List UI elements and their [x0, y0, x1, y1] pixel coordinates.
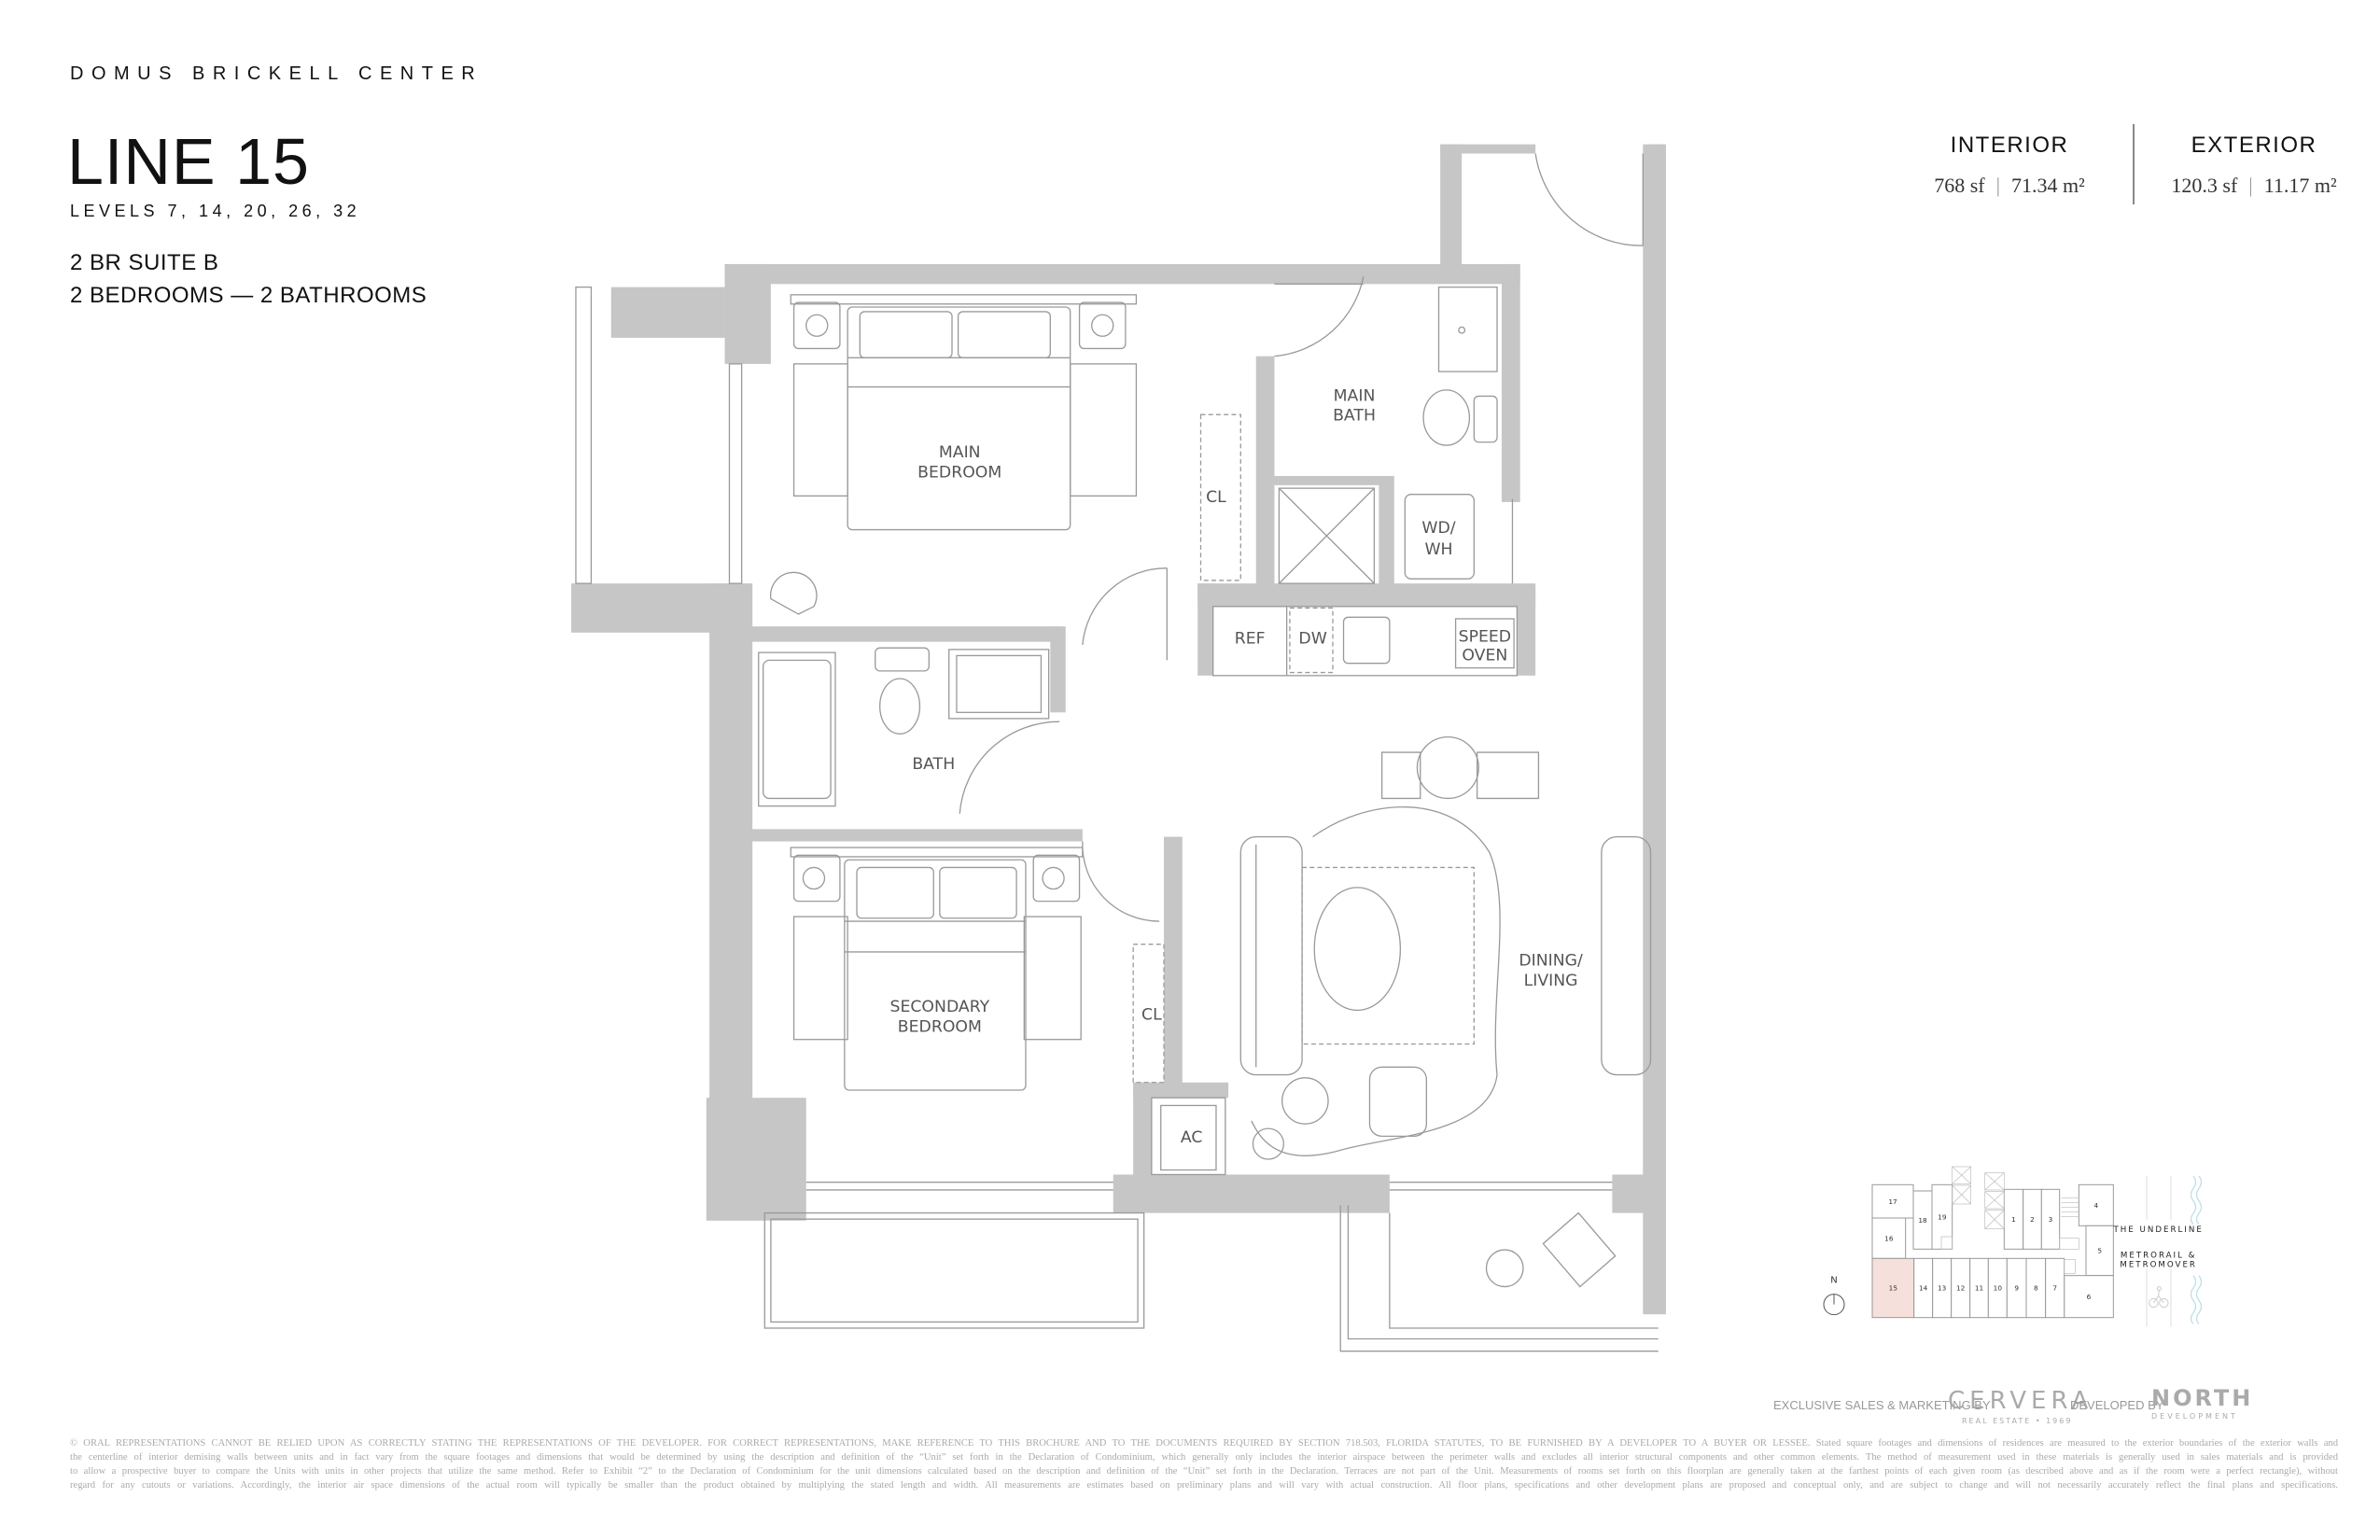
- bicycle-icon: [2149, 1286, 2169, 1309]
- suite-type: 2 BR SUITE B: [70, 250, 219, 275]
- key-plan-unit-label: 9: [2014, 1284, 2019, 1293]
- label-secondary-2: BEDROOM: [898, 1017, 982, 1036]
- credits: EXCLUSIVE SALES & MARKETING BY CERVERA R…: [1773, 1379, 2343, 1425]
- label-dw: DW: [1298, 629, 1326, 648]
- key-plan-unit-label: 2: [2030, 1215, 2035, 1224]
- key-plan-unit-label: 6: [2087, 1293, 2092, 1301]
- label-ac: AC: [1181, 1128, 1203, 1147]
- fixtures-and-furniture: [575, 153, 1659, 1352]
- water-waves-icon: [2190, 1175, 2203, 1324]
- walls: [571, 144, 1666, 1315]
- key-plan-unit-7: [2045, 1257, 2065, 1319]
- key-plan-unit-16: [1871, 1217, 1907, 1259]
- compass-icon: [1823, 1294, 1845, 1316]
- key-plan-unit-label: 10: [1994, 1284, 2003, 1293]
- interior-area: INTERIOR 768 sf | 71.34 m²: [1888, 133, 2131, 198]
- label-closet: CL: [1206, 488, 1226, 507]
- north-logo: NORTH: [2151, 1385, 2254, 1411]
- disclaimer-line: © ORAL REPRESENTATIONS CANNOT BE RELIED …: [70, 1438, 2338, 1449]
- elevator-cores: [1940, 1166, 2079, 1274]
- key-plan-unit-label: 4: [2093, 1201, 2098, 1210]
- room-count: 2 BEDROOMS — 2 BATHROOMS: [70, 283, 427, 308]
- brand-name: DOMUS BRICKELL CENTER: [70, 63, 483, 84]
- separator: |: [1995, 174, 2001, 197]
- cervera-logo: CERVERA: [1948, 1387, 2093, 1415]
- label-ref: REF: [1235, 629, 1266, 648]
- label-oven: OVEN: [1462, 646, 1507, 665]
- key-plan-unit-label: 8: [2034, 1284, 2038, 1293]
- disclaimer-line: to allow a prospective buyer to compare …: [70, 1466, 2338, 1477]
- label-living: LIVING: [1524, 972, 1578, 990]
- cervera-logo-sub: REAL ESTATE • 1969: [1962, 1417, 2073, 1425]
- key-plan-unit-label: 12: [1956, 1284, 1965, 1293]
- page-title: LINE 15: [67, 125, 310, 198]
- key-plan-unit-5: [2085, 1225, 2114, 1277]
- label-wh: WH: [1424, 540, 1452, 559]
- levels-text: LEVELS 7, 14, 20, 26, 32: [70, 202, 361, 220]
- key-plan-unit-label: 3: [2049, 1215, 2053, 1224]
- key-plan-unit-3: [2040, 1188, 2061, 1250]
- disclaimer-line: regard for any cutouts or variations. Ac…: [70, 1480, 2338, 1491]
- label-bath: BATH: [912, 755, 955, 774]
- exterior-label: EXTERIOR: [2191, 133, 2317, 158]
- underline-label: THE UNDERLINE: [2113, 1225, 2204, 1235]
- label-closet-2: CL: [1141, 1005, 1162, 1024]
- rail-lines: [2146, 1176, 2172, 1327]
- label-dining: DINING/: [1519, 952, 1583, 971]
- key-plan-unit-label: 19: [1938, 1213, 1947, 1222]
- metro-label-2: METROMOVER: [2120, 1261, 2197, 1270]
- key-plan-unit-label: 15: [1889, 1284, 1898, 1293]
- label-wd: WD/: [1421, 519, 1455, 538]
- key-plan-unit-label: 5: [2097, 1247, 2102, 1255]
- label-speed: SPEED: [1459, 628, 1511, 647]
- exterior-area: EXTERIOR 120.3 sf | 11.17 m²: [2133, 133, 2375, 198]
- compass: N: [1823, 1275, 1845, 1316]
- exterior-sf: 120.3 sf: [2171, 174, 2238, 197]
- interior-label: INTERIOR: [1950, 133, 2069, 158]
- area-divider: [2133, 124, 2135, 204]
- label-secondary-1: SECONDARY: [890, 998, 990, 1016]
- key-plan-unit-label: 16: [1884, 1234, 1894, 1242]
- disclaimer-line: the centerline of interior demising wall…: [70, 1452, 2338, 1463]
- north-label: N: [1830, 1275, 1837, 1285]
- label-main-bath-1: MAIN: [1334, 386, 1376, 405]
- key-plan-unit-label: 17: [1888, 1197, 1897, 1206]
- key-plan-unit-label: 18: [1918, 1216, 1927, 1225]
- interior-m2: 71.34 m²: [2011, 174, 2085, 197]
- room-labels: MAIN BEDROOM MAIN BATH CL WD/ WH REF DW …: [890, 386, 1584, 1147]
- interior-sf: 768 sf: [1934, 174, 1985, 197]
- north-logo-sub: DEVELOPMENT: [2151, 1412, 2238, 1421]
- key-plan-unit-label: 1: [2011, 1215, 2016, 1224]
- key-plan-unit-label: 7: [2052, 1284, 2057, 1293]
- label-main-bedroom-2: BEDROOM: [917, 464, 1001, 483]
- sales-label: EXCLUSIVE SALES & MARKETING BY: [1773, 1398, 1991, 1412]
- metro-label-1: METRORAIL &: [2121, 1251, 2197, 1260]
- key-plan-unit-label: 11: [1975, 1284, 1983, 1293]
- exterior-m2: 11.17 m²: [2263, 174, 2337, 197]
- label-main-bedroom-1: MAIN: [939, 443, 981, 462]
- label-main-bath-2: BATH: [1333, 407, 1376, 426]
- key-plan-unit-label: 14: [1919, 1284, 1928, 1293]
- separator: |: [2248, 174, 2253, 197]
- key-plan-unit-4: [2078, 1183, 2114, 1226]
- key-plan-unit-15: [1871, 1257, 1915, 1319]
- developer-label: DEVELOPED BY: [2070, 1398, 2164, 1412]
- key-plan-unit-label: 13: [1938, 1284, 1947, 1293]
